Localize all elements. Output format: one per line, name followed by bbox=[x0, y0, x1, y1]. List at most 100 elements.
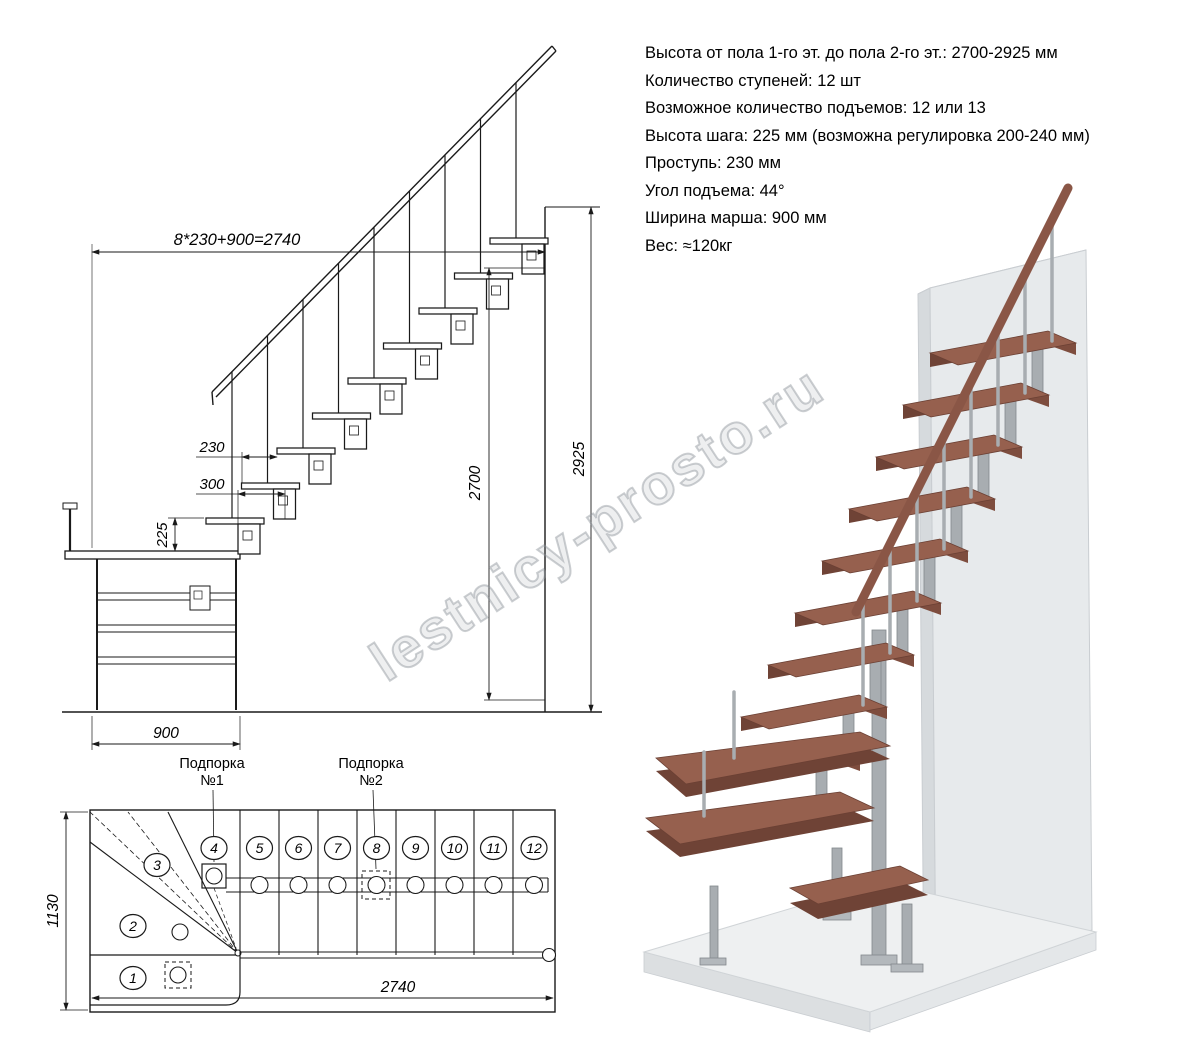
step-number: 3 bbox=[153, 857, 161, 873]
spec-line: Ширина марша: 900 мм bbox=[645, 209, 827, 227]
support1-label-line2: №1 bbox=[200, 773, 224, 789]
step-number: 2 bbox=[128, 918, 137, 934]
step-number-circle bbox=[323, 835, 352, 861]
dim-230-label: 230 bbox=[198, 439, 225, 456]
step-number-circle bbox=[520, 835, 548, 861]
step-number-circle bbox=[119, 965, 147, 991]
step-number-circle bbox=[119, 913, 147, 939]
stair-3d-render bbox=[642, 183, 1098, 1033]
support-circle bbox=[367, 875, 386, 895]
spec-line: Высота шага: 225 мм (возможна регулировк… bbox=[645, 126, 1090, 145]
render-winder-treads bbox=[644, 690, 930, 973]
step-module bbox=[343, 418, 368, 450]
support2-label-line2: №2 bbox=[359, 773, 383, 789]
side-structure bbox=[62, 206, 602, 713]
tread-top-face bbox=[928, 330, 1078, 366]
plan-support-circles bbox=[250, 875, 544, 895]
plan-structure bbox=[60, 789, 557, 1013]
step-tread bbox=[489, 237, 549, 245]
step-tread bbox=[382, 342, 443, 350]
support2-label-line1: Подпорка bbox=[338, 756, 404, 772]
dim-1130-label: 1130 bbox=[45, 894, 62, 928]
spec-line: Высота от пола 1-го эт. до пола 2-го эт.… bbox=[645, 44, 1058, 62]
handrail-side bbox=[211, 45, 557, 406]
support1-marker bbox=[201, 863, 227, 889]
spec-line: Вес: ≈120кг bbox=[645, 236, 733, 255]
support-circle bbox=[524, 875, 544, 895]
tread-top-face bbox=[847, 486, 997, 522]
plan-labels: Подпорка №1 Подпорка №2 1130 2740 bbox=[45, 756, 416, 996]
step-tread bbox=[240, 482, 301, 490]
dim-900-label: 900 bbox=[153, 725, 179, 742]
step-module bbox=[237, 523, 261, 555]
step-tread bbox=[453, 272, 514, 280]
support-circle bbox=[445, 875, 464, 895]
step-number: 9 bbox=[412, 840, 420, 856]
step-number-circle bbox=[401, 835, 430, 861]
plan-outline bbox=[89, 809, 556, 1013]
dim-225-label: 225 bbox=[154, 522, 171, 549]
module-detail bbox=[349, 425, 359, 436]
support-circle bbox=[289, 875, 308, 895]
step-number-circle bbox=[245, 835, 274, 861]
step-number-circle bbox=[143, 852, 171, 878]
render-floor bbox=[642, 881, 1098, 1033]
module-detail bbox=[242, 530, 253, 541]
spec-line: Количество ступеней: 12 шт bbox=[645, 71, 861, 90]
step-number: 7 bbox=[334, 840, 343, 856]
balusters-side bbox=[231, 82, 517, 518]
dim-300-label: 300 bbox=[199, 476, 225, 493]
step-number: 12 bbox=[526, 840, 542, 856]
step-module bbox=[521, 243, 545, 275]
step-number-circle bbox=[440, 835, 469, 861]
step-number: 10 bbox=[447, 840, 463, 856]
support-circle bbox=[328, 875, 347, 895]
support-circle bbox=[484, 875, 503, 895]
step-number-circle bbox=[479, 835, 508, 861]
tread-top-face bbox=[793, 590, 943, 626]
side-elevation-drawing: 8*230+900=2740 2925 2700 230 300 225 900 bbox=[62, 45, 602, 750]
step-module bbox=[485, 278, 510, 310]
step-number-circle bbox=[200, 835, 228, 861]
step-number: 1 bbox=[129, 970, 137, 986]
side-dimension-labels: 8*230+900=2740 2925 2700 230 300 225 900 bbox=[153, 231, 588, 742]
step-tread bbox=[311, 412, 372, 420]
module-detail bbox=[420, 355, 430, 366]
step-module bbox=[414, 348, 439, 380]
tread-top-face bbox=[901, 382, 1051, 418]
step-tread bbox=[347, 377, 407, 385]
step-tread bbox=[205, 517, 265, 525]
plan-tread-dividers bbox=[239, 810, 514, 955]
step-number: 4 bbox=[210, 840, 218, 856]
support-circle bbox=[406, 875, 425, 895]
stair-steps-side bbox=[205, 237, 549, 555]
module-detail bbox=[313, 460, 324, 471]
step-tread bbox=[418, 307, 478, 315]
module-detail bbox=[455, 320, 466, 331]
step-module bbox=[450, 313, 474, 345]
step-number: 6 bbox=[295, 840, 303, 856]
step-number: 11 bbox=[486, 840, 501, 856]
spec-line: Возможное количество подъемов: 12 или 13 bbox=[645, 99, 986, 117]
dim-run-label: 8*230+900=2740 bbox=[174, 231, 301, 249]
step1-outline bbox=[90, 955, 241, 1006]
step-module bbox=[379, 383, 403, 415]
step-module bbox=[272, 488, 297, 520]
render-balusters bbox=[861, 218, 1054, 707]
module-detail bbox=[384, 390, 395, 401]
step-module bbox=[308, 453, 332, 485]
tread-top-face bbox=[874, 434, 1024, 470]
dim-2700-label: 2700 bbox=[467, 465, 484, 501]
tread-top-face bbox=[766, 642, 916, 678]
spec-line: Проступь: 230 мм bbox=[645, 154, 781, 172]
tread-top-face bbox=[820, 538, 970, 574]
support1-label-line1: Подпорка bbox=[179, 756, 245, 772]
step-number: 8 bbox=[373, 840, 381, 856]
support-circle bbox=[250, 875, 269, 895]
render-handrail bbox=[851, 183, 1073, 617]
entry-platform bbox=[62, 502, 241, 710]
step-number-circle bbox=[362, 835, 391, 861]
